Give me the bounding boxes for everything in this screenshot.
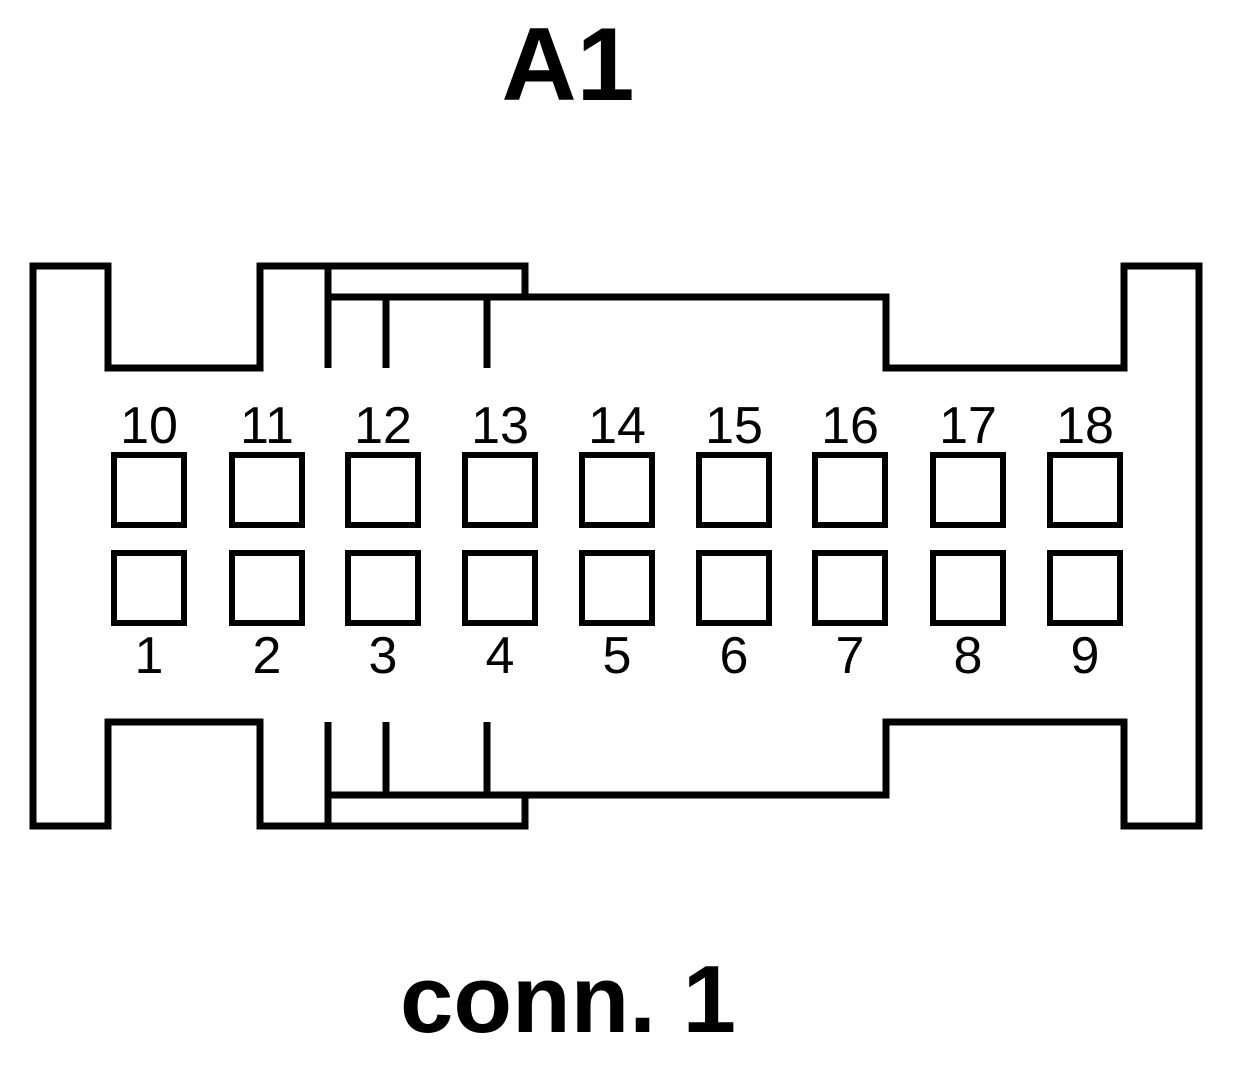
pin-8-label: 8 xyxy=(954,627,983,685)
pin-7-label: 7 xyxy=(836,627,865,685)
pin-6-box xyxy=(696,550,772,626)
pin-1-label: 1 xyxy=(135,627,164,685)
pin-3-box xyxy=(345,550,421,626)
connector-title: A1 xyxy=(502,7,635,123)
pin-14-box xyxy=(579,452,655,528)
pin-11-label: 11 xyxy=(240,397,294,455)
pin-3-label: 3 xyxy=(369,627,398,685)
pin-11-box xyxy=(229,452,305,528)
pin-15-box xyxy=(696,452,772,528)
pin-18-label: 18 xyxy=(1056,397,1114,455)
pin-14-label: 14 xyxy=(588,397,646,455)
pin-12-box xyxy=(345,452,421,528)
top-latch xyxy=(324,266,525,368)
pin-17-label: 17 xyxy=(939,397,997,455)
pin-7-box xyxy=(812,550,888,626)
pin-row-top: 10 11 12 13 14 15 16 17 18 xyxy=(111,397,1123,528)
pin-4-box xyxy=(462,550,538,626)
pin-6-label: 6 xyxy=(720,627,749,685)
pin-9-box xyxy=(1047,550,1123,626)
pin-12-label: 12 xyxy=(354,397,412,455)
pin-row-bottom: 1 2 3 4 5 6 7 8 9 xyxy=(111,550,1123,685)
pin-2-box xyxy=(229,550,305,626)
pin-16-label: 16 xyxy=(821,397,879,455)
pin-5-label: 5 xyxy=(603,627,632,685)
pin-8-box xyxy=(930,550,1006,626)
pin-16-box xyxy=(812,452,888,528)
pin-15-label: 15 xyxy=(705,397,763,455)
connector-caption: conn. 1 xyxy=(400,946,736,1053)
pin-5-box xyxy=(579,550,655,626)
pin-10-box xyxy=(111,452,187,528)
pin-9-label: 9 xyxy=(1071,627,1100,685)
pin-2-label: 2 xyxy=(253,627,282,685)
connector-housing xyxy=(29,262,1203,830)
pin-13-label: 13 xyxy=(471,397,529,455)
bottom-latch xyxy=(324,722,525,826)
pin-10-label: 10 xyxy=(120,397,178,455)
pin-18-box xyxy=(1047,452,1123,528)
pin-4-label: 4 xyxy=(486,627,515,685)
pin-13-box xyxy=(462,452,538,528)
pin-17-box xyxy=(930,452,1006,528)
pin-1-box xyxy=(111,550,187,626)
